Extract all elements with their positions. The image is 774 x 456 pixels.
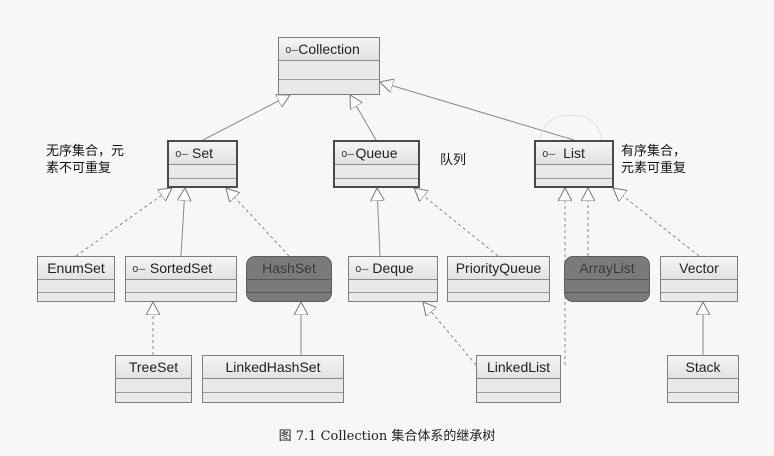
edge-priorityqueue-to-queue (414, 188, 499, 257)
node-title: Vector (661, 257, 737, 280)
node-title: o—Set (169, 142, 236, 165)
edge-vector-to-list (613, 188, 700, 257)
node-title: o—Collection (279, 38, 379, 61)
compartment-divider (116, 392, 191, 393)
node-list: o— List (534, 140, 614, 188)
inheritance-edges (75, 82, 703, 366)
node-enumset: EnumSet (37, 256, 115, 302)
edge-sortedset-to-set (181, 188, 185, 257)
edge-hashset-to-set (226, 188, 290, 257)
node-label: EnumSet (47, 260, 105, 276)
node-label: List (563, 145, 585, 161)
node-collection: o—Collection (278, 37, 380, 95)
node-title: HashSet (247, 257, 331, 280)
interface-icon: o— (175, 147, 189, 160)
list-annotation: 有序集合， 元素可重复 (621, 144, 687, 176)
node-label: LinkedHashSet (225, 359, 321, 375)
compartment-divider (126, 292, 236, 293)
node-title: Stack (668, 356, 738, 379)
node-label: Queue (355, 145, 398, 161)
interface-icon: o— (341, 147, 355, 160)
node-linkedhashset: LinkedHashSet (202, 355, 344, 403)
edge-enumset-to-set (75, 188, 172, 257)
compartment-divider (203, 392, 343, 393)
compartment-divider (668, 392, 738, 393)
compartment-divider (279, 79, 379, 80)
node-label: Stack (685, 359, 721, 375)
node-vector: Vector (660, 256, 738, 302)
node-title: TreeSet (116, 356, 191, 379)
interface-icon: o— (355, 262, 369, 275)
edge-queue-to-collection (350, 95, 377, 141)
edge-deque-to-queue (377, 188, 380, 257)
node-title: LinkedList (477, 356, 560, 379)
node-label: TreeSet (128, 359, 179, 375)
compartment-divider (349, 292, 437, 293)
node-hashset: HashSet (246, 256, 332, 302)
interface-icon: o— (542, 147, 556, 160)
node-queue: o—Queue (333, 140, 420, 188)
node-deque: o—Deque (348, 256, 438, 302)
compartment-divider (448, 292, 549, 293)
node-title: EnumSet (38, 257, 114, 280)
node-label: Vector (679, 260, 719, 276)
queue-annotation: 队列 (440, 153, 467, 168)
compartment-divider (536, 178, 612, 179)
node-label: ArrayList (579, 260, 635, 276)
node-title: LinkedHashSet (203, 356, 343, 379)
edge-list-to-collection (380, 82, 575, 141)
node-label: SortedSet (149, 260, 213, 276)
set-annotation: 无序集合，元 素不可重复 (46, 144, 125, 176)
node-linkedlist: LinkedList (476, 355, 561, 403)
compartment-divider (169, 178, 236, 179)
node-title: o—SortedSet (126, 257, 236, 280)
compartment-divider (247, 292, 331, 293)
node-label: PriorityQueue (455, 260, 542, 276)
interface-icon: o— (132, 262, 146, 275)
edge-linkedlist-to-deque (423, 302, 477, 366)
node-title: o—Queue (335, 142, 418, 165)
compartment-divider (565, 292, 649, 293)
node-set: o—Set (167, 140, 238, 188)
edge-set-to-collection (202, 95, 290, 141)
compartment-divider (335, 178, 418, 179)
figure-caption: 图 7.1 Collection 集合体系的继承树 (278, 429, 496, 444)
node-sortedset: o—SortedSet (125, 256, 237, 302)
interface-icon: o— (285, 43, 299, 56)
node-priorityqueue: PriorityQueue (447, 256, 550, 302)
node-title: ArrayList (565, 257, 649, 280)
node-treeset: TreeSet (115, 355, 192, 403)
compartment-divider (38, 292, 114, 293)
node-arraylist: ArrayList (564, 256, 650, 302)
node-label: LinkedList (486, 359, 551, 375)
node-title: o—Deque (349, 257, 437, 280)
node-label: Collection (298, 41, 360, 57)
node-label: Deque (372, 260, 414, 276)
node-title: PriorityQueue (448, 257, 549, 280)
compartment-divider (477, 392, 560, 393)
node-title: o— List (536, 142, 612, 165)
node-label: Set (191, 145, 213, 161)
compartment-divider (661, 292, 737, 293)
node-stack: Stack (667, 355, 739, 403)
node-label: HashSet (262, 260, 316, 276)
